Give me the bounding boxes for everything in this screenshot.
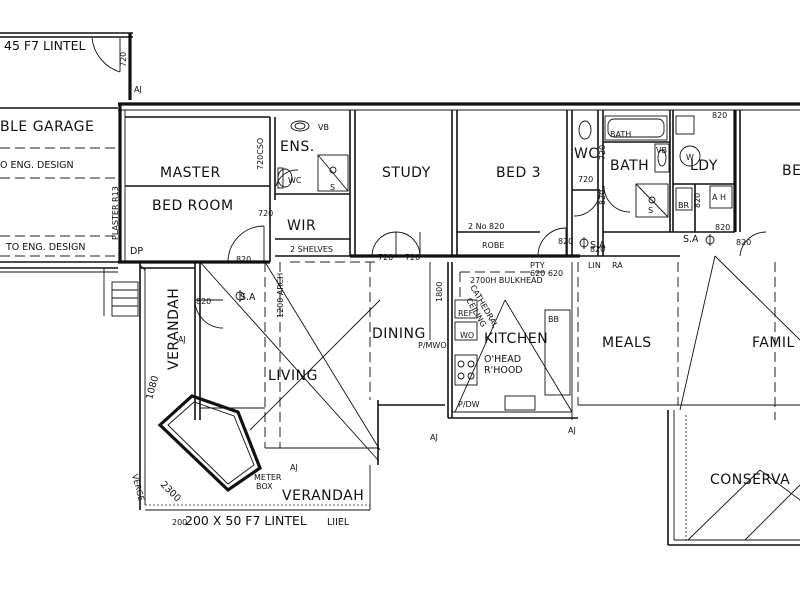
note-aj-4: AJ — [568, 426, 576, 435]
note-wc-fixture: WC — [288, 176, 302, 185]
room-label-bed-cut: BE — [782, 163, 800, 179]
door-swings — [194, 169, 767, 329]
room-label-dining: DINING — [372, 326, 426, 342]
note-aj-1: AJ — [134, 85, 142, 94]
note-pdw: P/DW — [458, 400, 480, 409]
note-d820-a: 820 — [236, 255, 251, 264]
note-ohead-2: R'HOOD — [484, 365, 523, 376]
note-lintel-top: 45 F7 LINTEL — [4, 38, 86, 53]
note-d820-e: 820 — [712, 111, 727, 120]
note-aj-2: AJ — [178, 335, 186, 344]
room-label-kitchen: KITCHEN — [484, 331, 548, 347]
note-aj-3: AJ — [430, 433, 438, 442]
note-d200: 200 — [172, 518, 187, 527]
note-d1800: 1800 — [435, 282, 444, 302]
bathroom-fixtures — [277, 115, 733, 218]
note-sa-1: S.A — [240, 292, 256, 303]
annotation-labels: 45 F7 LINTEL 200 X 50 F7 LINTEL LIIEL O … — [0, 38, 751, 528]
note-robe: ROBE — [482, 241, 504, 250]
note-d820-g: 820 — [693, 193, 702, 208]
note-sa-2: S.A — [590, 240, 606, 251]
note-meter-2: BOX — [256, 482, 273, 491]
note-two-no: 2 No 820 — [468, 222, 504, 231]
note-d720-e: 720 — [598, 145, 607, 160]
note-lintel-bottom-cut: LIIEL — [327, 517, 350, 528]
note-d720-b: 720 — [378, 253, 393, 262]
note-d820-h: 820 — [598, 190, 607, 205]
room-label-conservatory: CONSERVA — [710, 472, 790, 488]
note-arch: 1200 ARCH — [276, 273, 285, 318]
note-vb: VB — [318, 123, 329, 132]
room-labels: BLE GARAGE MASTER BED ROOM ENS. WIR STUD… — [0, 119, 800, 504]
room-label-living: LIVING — [268, 368, 318, 384]
note-d820-c: 820 — [558, 237, 573, 246]
note-d720-c: 720 — [405, 253, 420, 262]
note-ra: RA — [612, 261, 623, 270]
note-plaster: PLASTER R13 — [111, 186, 120, 240]
note-shower-s: S — [330, 183, 335, 192]
note-d820-i: 820 — [715, 223, 730, 232]
note-vb2: VB — [656, 146, 667, 155]
bedroom-wing-walls — [125, 110, 735, 262]
room-label-wir: WIR — [287, 218, 316, 234]
room-label-master-2: BED ROOM — [152, 198, 234, 214]
note-aj-5: AJ — [290, 463, 298, 472]
note-d820-d: 820 — [590, 245, 605, 254]
note-d1080: 1080 — [144, 375, 161, 401]
note-eng-design-1: O ENG. DESIGN — [0, 160, 74, 171]
room-label-family: FAMIL — [752, 335, 795, 351]
room-label-verandah-bottom: VERANDAH — [282, 488, 364, 504]
note-br: BR — [678, 201, 689, 210]
note-lin: LIN — [588, 261, 601, 270]
note-cso: 720CSO — [256, 138, 265, 170]
room-label-garage: BLE GARAGE — [0, 119, 94, 135]
room-label-meals: MEALS — [602, 335, 652, 351]
note-d2300: 2300 — [158, 479, 183, 504]
note-lintel-bottom: 200 X 50 F7 LINTEL — [185, 513, 307, 528]
note-d820-f: 820 — [736, 238, 751, 247]
room-label-study: STUDY — [382, 165, 431, 181]
note-ref: REF — [458, 309, 474, 318]
room-label-wc: WC — [574, 146, 599, 162]
garage-area — [0, 32, 133, 273]
room-label-ldy: LDY — [690, 158, 718, 174]
note-shower-s2: S — [648, 206, 653, 215]
note-sa-3: S.A — [683, 234, 699, 245]
note-pty: PTY — [530, 261, 545, 270]
note-d720-vertical: 720 — [119, 52, 128, 67]
note-eng-design-2: TO ENG. DESIGN — [5, 242, 85, 253]
note-bulkhead: 2700H BULKHEAD — [470, 276, 543, 285]
meals-family-conservatory — [577, 255, 800, 546]
smoke-alarm-symbols — [235, 234, 715, 302]
note-ah: A H — [712, 193, 726, 202]
note-dp: DP — [130, 246, 143, 257]
note-ohead-1: O'HEAD — [484, 354, 521, 365]
note-shelves: 2 SHELVES — [290, 245, 333, 254]
room-label-bath: BATH — [610, 158, 649, 174]
room-label-bed3: BED 3 — [496, 165, 541, 181]
note-d720-a: 720 — [258, 209, 273, 218]
note-w: W — [686, 153, 694, 162]
left-verandah — [103, 262, 370, 511]
note-pty-dims: 620 620 — [530, 269, 563, 278]
note-verge: VERGE — [130, 473, 146, 502]
note-bath-tag: BATH — [610, 130, 631, 139]
note-d820-b: 820 — [196, 297, 211, 306]
note-d720-d: 720 — [578, 175, 593, 184]
room-label-verandah-left: VERANDAH — [166, 288, 182, 370]
note-wo: WO — [460, 331, 474, 340]
living-dining-kitchen — [199, 261, 578, 510]
room-label-ens: ENS. — [280, 139, 315, 155]
room-label-master-1: MASTER — [160, 165, 221, 181]
outer-walls — [118, 102, 800, 264]
note-pmwo: P/MWO — [418, 341, 447, 350]
note-meter-1: METER — [254, 473, 282, 482]
note-bb: BB — [548, 315, 559, 324]
